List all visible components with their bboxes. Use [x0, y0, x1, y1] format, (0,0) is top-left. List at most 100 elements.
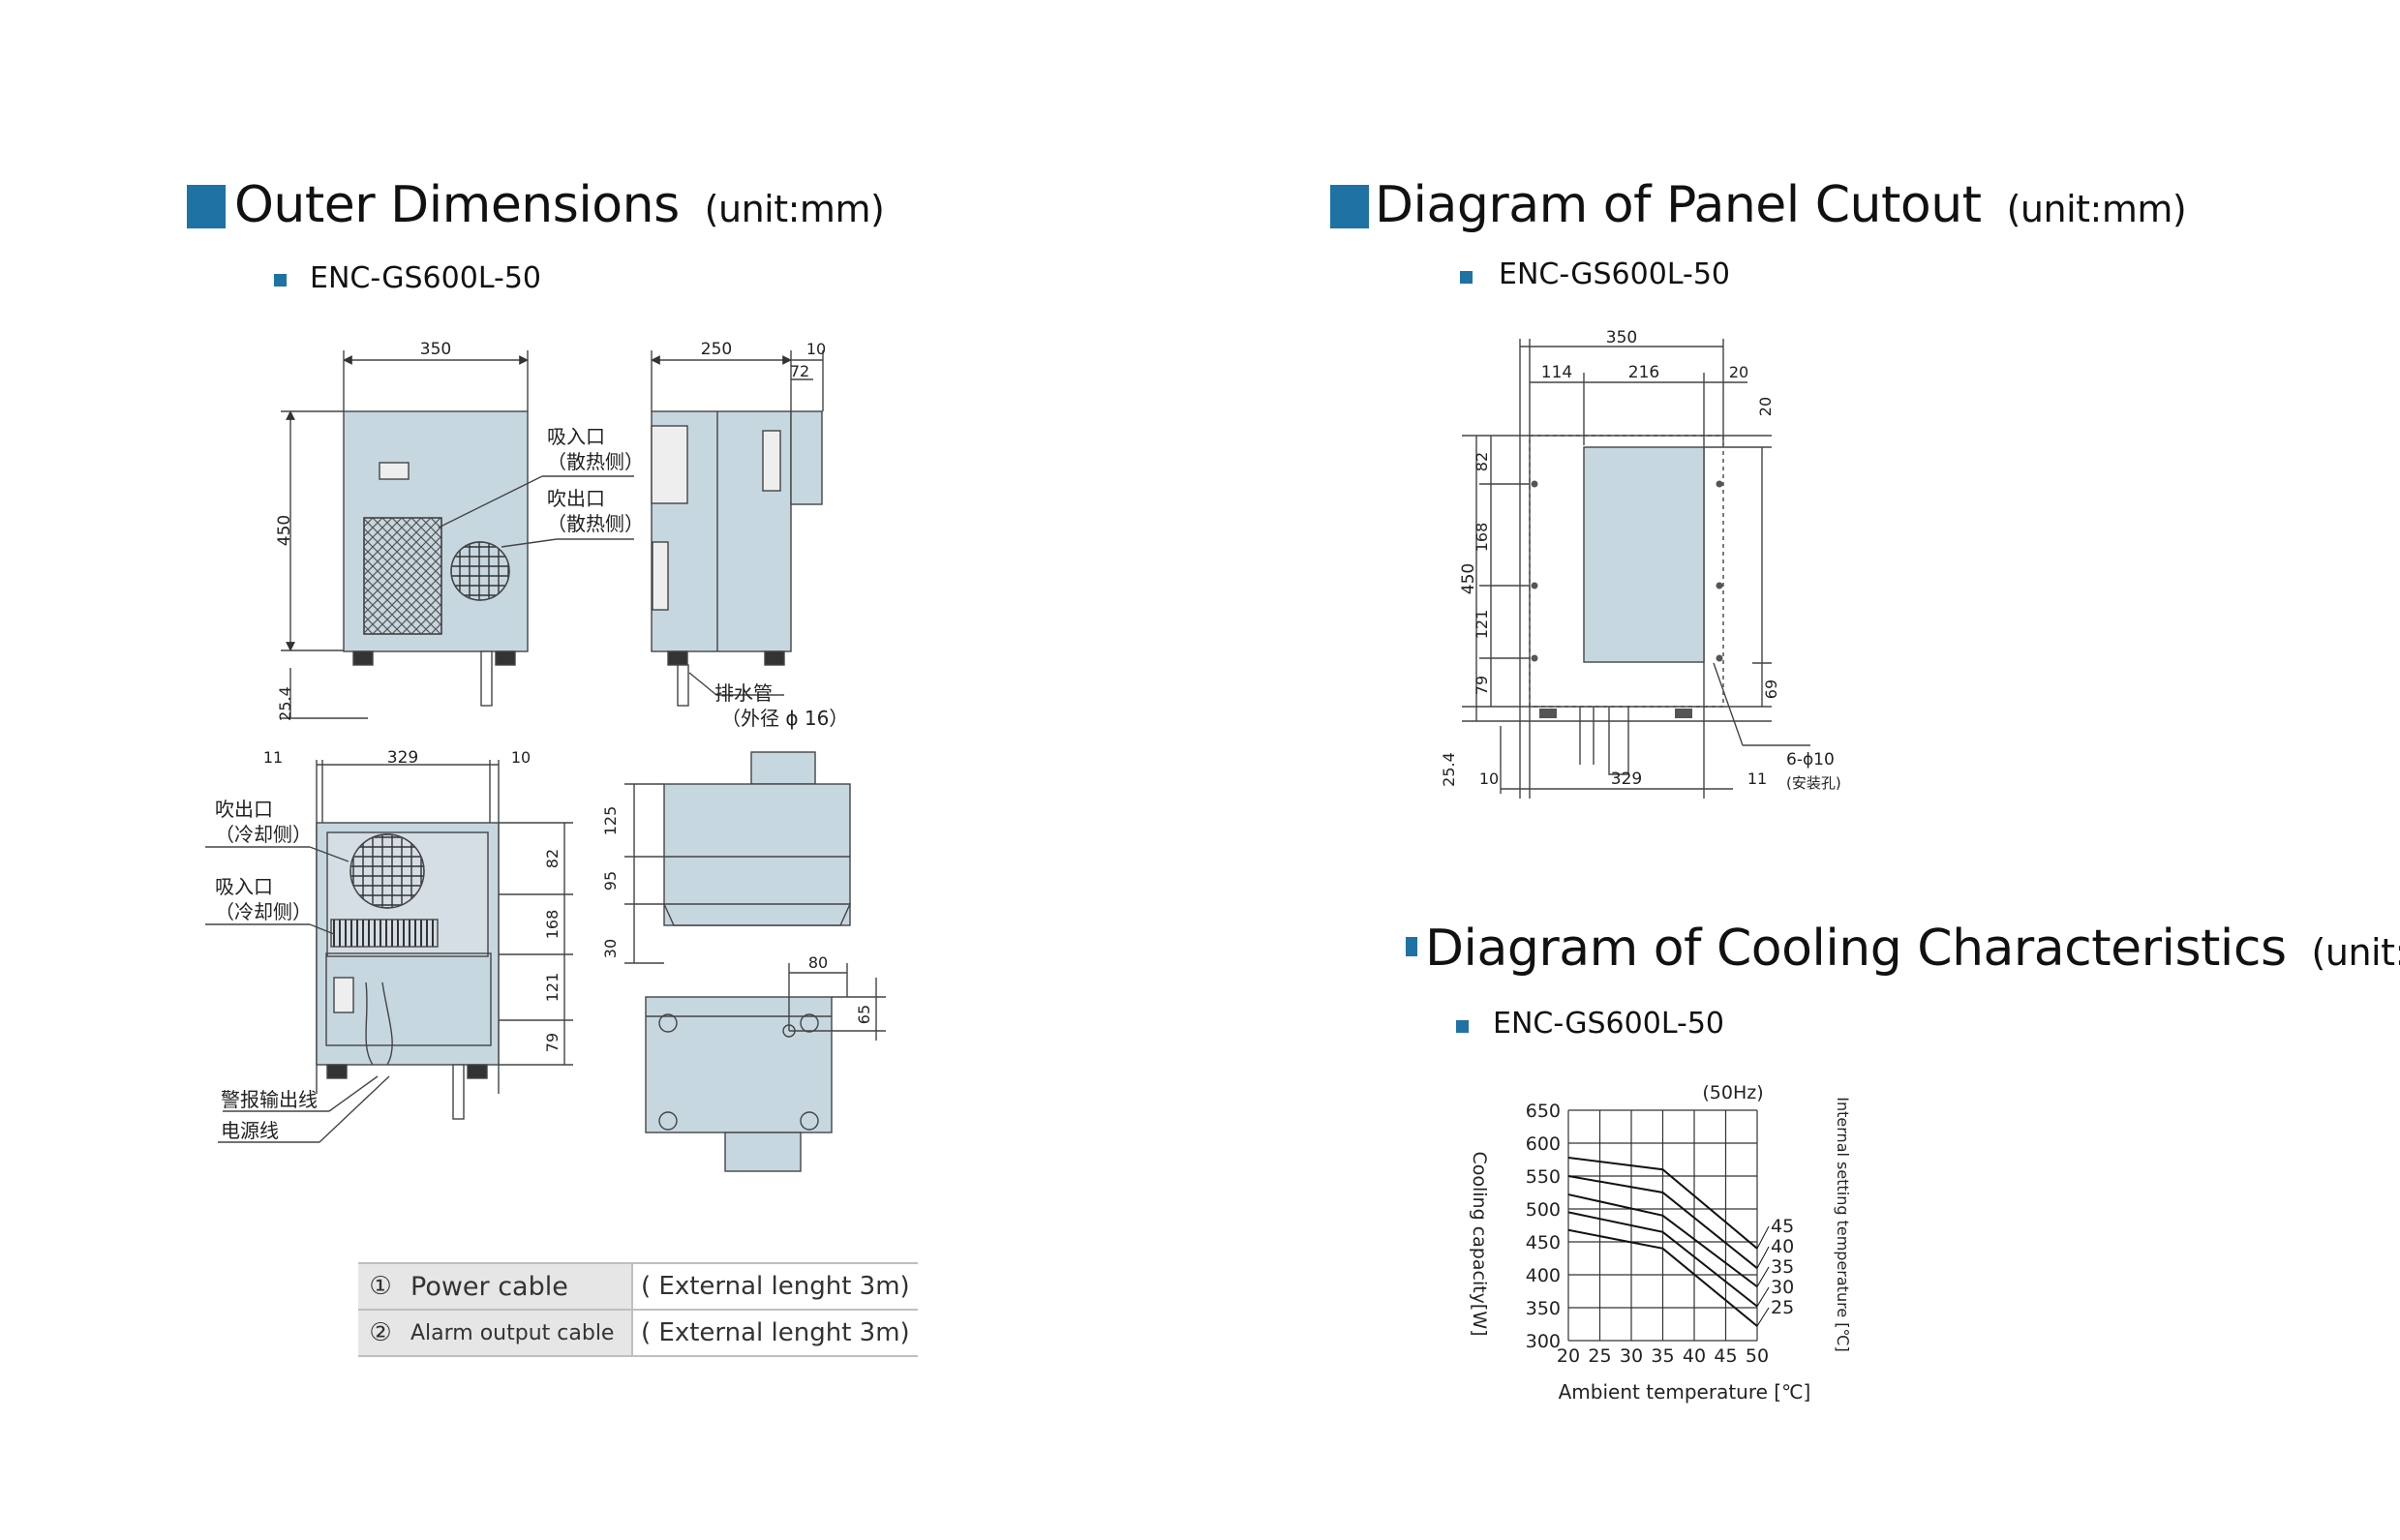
cut-dim-10: 10 [1479, 770, 1499, 788]
cooling-title-text: Diagram of Cooling Characteristics [1425, 920, 2287, 978]
label-alarm: 警报输出线 [221, 1088, 318, 1111]
dim-sideview-30: 30 [601, 939, 620, 958]
cable-length: ( External lenght 3m) [631, 1262, 918, 1311]
x-tick-label: 20 [1557, 1345, 1580, 1367]
y-tick-label: 350 [1526, 1298, 1561, 1319]
series-line [1567, 1193, 1758, 1288]
chart-y2label: Internal setting temperature [℃] [1834, 1097, 1852, 1351]
cut-dim-216: 216 [1628, 363, 1659, 382]
section-marker [187, 185, 226, 228]
dim-side-depth: 250 [701, 340, 732, 359]
model-bullet [1460, 271, 1473, 284]
label-outlet-hot-sub: （散热侧） [547, 512, 644, 535]
dim-front-width: 350 [420, 340, 451, 359]
series-leader [1756, 1225, 1770, 1250]
cable-table: ① Power cable ( External lenght 3m) ② Al… [358, 1262, 918, 1357]
y-tick-label: 650 [1526, 1101, 1561, 1122]
y-tick-label: 500 [1526, 1199, 1561, 1221]
series-label: 45 [1771, 1216, 1794, 1237]
dim-rear-10: 10 [511, 748, 531, 767]
dim-rear-11: 11 [263, 748, 283, 767]
section-marker [1406, 937, 1417, 956]
label-intake-hot-sub: （散热侧） [547, 450, 644, 473]
dim-sideview-95: 95 [601, 871, 620, 891]
cut-dim-79: 79 [1473, 676, 1491, 695]
cooling-model: ENC-GS600L-50 [1493, 1007, 1725, 1041]
cut-dim-121: 121 [1473, 610, 1491, 640]
label-outlet-cool-sub: （冷却侧） [215, 823, 312, 846]
cooling-unit: (unit:mm) [2311, 931, 2400, 974]
series-line [1567, 1211, 1758, 1308]
cut-hole-label: 6-ϕ10 [1786, 750, 1835, 770]
cut-dim-168: 168 [1473, 523, 1491, 553]
dim-rear-121: 121 [543, 973, 562, 1003]
series-label: 25 [1771, 1297, 1794, 1318]
series-label: 35 [1771, 1256, 1794, 1278]
x-tick-label: 45 [1714, 1345, 1737, 1367]
dim-side-72: 72 [790, 362, 809, 380]
chart-freq-label: (50Hz) [1702, 1082, 1763, 1103]
dim-front-height: 450 [275, 515, 294, 546]
dim-rear-79: 79 [543, 1033, 562, 1052]
model-bullet [274, 274, 287, 287]
outer-title-text: Outer Dimensions [234, 176, 680, 234]
x-tick-label: 40 [1683, 1345, 1706, 1367]
cut-dim-20v: 20 [1756, 397, 1775, 416]
cut-dim-450: 450 [1459, 563, 1478, 594]
panel-cutout-drawing: 350 114 216 20 20 450 82 168 121 79 69 2… [1440, 328, 1841, 799]
dim-rear-329: 329 [387, 748, 418, 768]
cable-label: Alarm output cable [403, 1310, 632, 1357]
cooling-title: Diagram of Cooling Characteristics (unit:… [1425, 920, 2400, 978]
dim-side-10: 10 [806, 340, 826, 358]
y-tick-label: 600 [1526, 1133, 1561, 1155]
series-label: 30 [1771, 1277, 1794, 1298]
label-drain-sub: （外径 ϕ 16） [721, 707, 848, 730]
x-tick-label: 50 [1746, 1345, 1769, 1367]
cut-dim-25: 25.4 [1440, 752, 1458, 787]
cut-dim-20h: 20 [1729, 363, 1748, 381]
label-outlet-cool: 吹出口 [215, 798, 273, 821]
cut-dim-114: 114 [1541, 363, 1572, 382]
series-line [1567, 1175, 1758, 1269]
dim-rear-168: 168 [543, 910, 562, 940]
x-tick-label: 35 [1651, 1345, 1674, 1367]
cable-label: Power cable [403, 1262, 632, 1311]
label-intake-cool: 吸入口 [215, 875, 273, 898]
cut-dim-350: 350 [1606, 328, 1637, 347]
x-tick-label: 30 [1620, 1345, 1643, 1367]
table-row: ② Alarm output cable ( External lenght 3… [358, 1310, 918, 1357]
cut-dim-329: 329 [1611, 770, 1642, 789]
dim-sideview-125: 125 [601, 806, 620, 836]
outer-model: ENC-GS600L-50 [310, 261, 542, 295]
dim-top-80: 80 [808, 953, 828, 972]
dim-front-foot: 25.4 [276, 686, 294, 721]
chart-xlabel: Ambient temperature [℃] [1559, 1380, 1811, 1404]
outer-dimensions-title: Outer Dimensions(unit:mm) [234, 176, 885, 234]
section-marker [1330, 185, 1369, 228]
x-tick-label: 25 [1588, 1345, 1611, 1367]
cable-num: ① [358, 1262, 403, 1311]
cut-dim-82: 82 [1473, 452, 1491, 471]
dim-rear-82: 82 [543, 849, 562, 868]
chart-grid [1567, 1109, 1758, 1342]
series-line [1567, 1156, 1758, 1250]
cut-dim-11: 11 [1747, 770, 1767, 788]
y-tick-label: 450 [1526, 1232, 1561, 1253]
y-tick-label: 550 [1526, 1166, 1561, 1188]
cut-hole-sub: (安装孔) [1786, 774, 1841, 792]
cutout-title-text: Diagram of Panel Cutout [1375, 176, 1982, 234]
y-tick-label: 400 [1526, 1265, 1561, 1286]
cable-length: ( External lenght 3m) [631, 1310, 918, 1357]
series-leader [1756, 1266, 1770, 1287]
series-leader [1756, 1246, 1770, 1269]
series-leader [1756, 1307, 1770, 1327]
series-line [1567, 1228, 1758, 1327]
label-intake-cool-sub: （冷却侧） [215, 900, 312, 923]
dim-top-65: 65 [855, 1005, 873, 1024]
outer-dimension-drawings: 350 450 25.4 吸入口 （散热侧） 吹出口 （散热侧） 250 10 … [205, 340, 886, 1172]
label-outlet-hot: 吹出口 [547, 487, 605, 510]
chart-ylabel: Cooling capacity[W] [1469, 1151, 1490, 1336]
